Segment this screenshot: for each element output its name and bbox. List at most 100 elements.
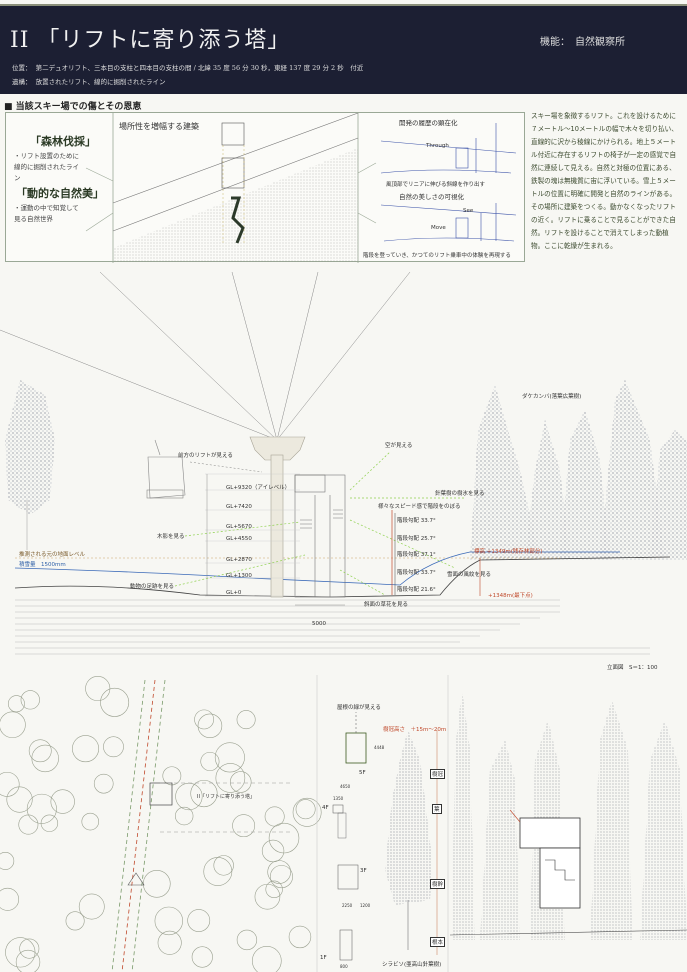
lift-chair xyxy=(146,439,186,499)
tree-canopy xyxy=(93,773,114,794)
tree-species-birch: ダケカンバ(落葉広葉樹) xyxy=(522,394,582,400)
view-animal-tracks: 動物の足跡を見る xyxy=(130,584,175,590)
tree-part: 根本 xyxy=(430,937,446,947)
tree-canopy xyxy=(7,695,25,713)
level-label: GL+4550 xyxy=(226,536,252,542)
elevation-scale: 立面図 S＝1：100 xyxy=(607,665,658,671)
tree-canopy xyxy=(292,797,322,827)
poster-header: II 「リフトに寄り添う塔」 機能： 自然観察所 位置： 第二デュオリフト、三本… xyxy=(0,4,687,94)
see-tag: See xyxy=(463,208,474,214)
tree-canopy xyxy=(236,710,256,730)
concept-essay: スキー場を象徴するリフト。これを設けるために７メートル～10メートルの幅で木々を… xyxy=(531,112,678,250)
view-rime: 針葉樹の樹氷を見る xyxy=(435,491,485,497)
tree-canopy xyxy=(157,930,182,955)
tree-canopy xyxy=(191,946,213,968)
tree-canopy xyxy=(162,766,182,786)
history-caption: 風頂部でリニアに伸びる斜線を作り出す xyxy=(386,182,486,188)
tree-canopy xyxy=(81,812,100,831)
tree-canopy xyxy=(194,709,214,730)
tree-canopy xyxy=(215,763,246,793)
view-front-lift: 前方のリフトが見える xyxy=(178,453,233,459)
tree-canopy xyxy=(268,822,300,854)
tree-canopy xyxy=(187,909,211,932)
view-stairs: 様々なスピード感で階段をのぼる xyxy=(378,504,461,510)
section-heading: ■ 当該スキー場での傷とその恩恵 xyxy=(4,102,142,112)
tree-canopy xyxy=(100,687,130,717)
tree-species-fir: シラビソ(亜高山針葉樹) xyxy=(382,962,442,968)
location-value: 第二デュオリフト、三本目の支柱と四本目の支柱の間 / 北緯 35 度 56 分 … xyxy=(35,64,364,72)
view-tree-shadow: 木影を見る xyxy=(157,534,185,540)
tree-canopy xyxy=(15,949,41,972)
dimension: 2250 xyxy=(342,903,353,908)
tree-canopy xyxy=(229,771,252,793)
tree-canopy xyxy=(31,744,59,773)
tree-canopy xyxy=(72,735,100,763)
tree-canopy xyxy=(26,793,57,824)
tree-canopy xyxy=(295,799,316,820)
tree-canopy xyxy=(267,860,291,884)
roof-view-note: 屋根の緑が見える xyxy=(337,705,381,711)
stair-slope: 階段勾配 37.1° xyxy=(397,552,436,558)
perspective-view xyxy=(449,690,687,940)
tree-canopy xyxy=(85,676,111,702)
concept-diagram: 「森林伐採」 ・リフト設置のために線的に掘削されたライン 「動的な自然美」 ・運… xyxy=(5,112,525,263)
tree-canopy xyxy=(78,893,105,920)
dimension: 4650 xyxy=(340,784,351,789)
view-snow-ripples: 雪面の風紋を見る xyxy=(447,572,492,578)
level-label: GL+5670 xyxy=(226,524,252,530)
stair-slope: 階段勾配 25.7° xyxy=(397,536,436,542)
width-dimension: 5000 xyxy=(312,621,326,627)
tree-canopy xyxy=(269,865,293,889)
dynamic-beauty-note: ・運動の中で知覚して見る自然世界 xyxy=(14,204,79,223)
level-label: GL+9320（アイレベル） xyxy=(226,485,291,491)
level-label: GL+1300 xyxy=(226,573,252,579)
tree-canopy xyxy=(254,883,281,910)
tree-canopy xyxy=(265,880,283,898)
heritage-value: 放置されたリフト、線的に掘削されたライン xyxy=(35,78,166,86)
tree-canopy xyxy=(20,690,40,710)
tree-canopy xyxy=(175,806,194,826)
tree-canopy xyxy=(197,713,223,739)
tree-canopy xyxy=(19,938,40,959)
snow-depth-note: 積雪量 1500mm xyxy=(19,562,66,568)
through-tag: Through xyxy=(426,143,449,149)
tree-canopy xyxy=(40,814,59,832)
tree-canopy xyxy=(0,887,20,911)
canopy-height: 樹冠高さ ＋15m～20m xyxy=(383,727,447,733)
history-title: 開発の履歴の顕在化 xyxy=(399,119,458,127)
tree-part: 樹幹 xyxy=(430,879,446,889)
concept-drawing xyxy=(85,113,517,263)
tree-canopy xyxy=(288,925,312,949)
tree-canopy xyxy=(18,814,39,835)
stair-slope: 階段勾配 33.7° xyxy=(397,518,436,524)
tree-canopy xyxy=(142,869,171,898)
tree-canopy xyxy=(103,736,124,758)
dimension: 1200 xyxy=(360,903,371,908)
tree-canopy xyxy=(213,855,234,876)
plan-building-label: II「リフトに寄り添う塔」 xyxy=(197,794,255,800)
dimension: 4448 xyxy=(374,745,385,750)
stair-slope: 階段勾配 21.6° xyxy=(397,587,436,593)
floor-label: 1F xyxy=(320,955,327,961)
altitude-high: 標高 +1349m(残存林部分) xyxy=(474,549,543,555)
move-tag: Move xyxy=(431,225,446,231)
heritage-label: 遺構： xyxy=(12,78,32,86)
floor-label: 5F xyxy=(359,770,366,776)
tree-canopy xyxy=(50,789,75,814)
dimension: 800 xyxy=(340,964,348,969)
dynamic-beauty-title: 「動的な自然美」 xyxy=(16,187,104,200)
tree-canopy xyxy=(232,814,256,838)
location-label: 位置： xyxy=(12,64,32,72)
tree-canopy xyxy=(252,946,282,972)
tree-canopy xyxy=(264,806,285,827)
tree-canopy xyxy=(214,742,245,773)
tree-canopy xyxy=(154,906,184,936)
tree-canopy xyxy=(0,852,15,870)
tree-canopy xyxy=(0,711,26,739)
tree-part: 葉 xyxy=(432,804,442,814)
heritage-row: 遺構： 放置されたリフト、線的に掘削されたライン xyxy=(12,76,166,86)
center-title: 場所性を増幅する建築 xyxy=(119,122,199,131)
tree-canopy xyxy=(65,911,85,931)
site-plan xyxy=(0,676,322,972)
location-row: 位置： 第二デュオリフト、三本目の支柱と四本目の支柱の間 / 北緯 35 度 5… xyxy=(12,62,363,72)
